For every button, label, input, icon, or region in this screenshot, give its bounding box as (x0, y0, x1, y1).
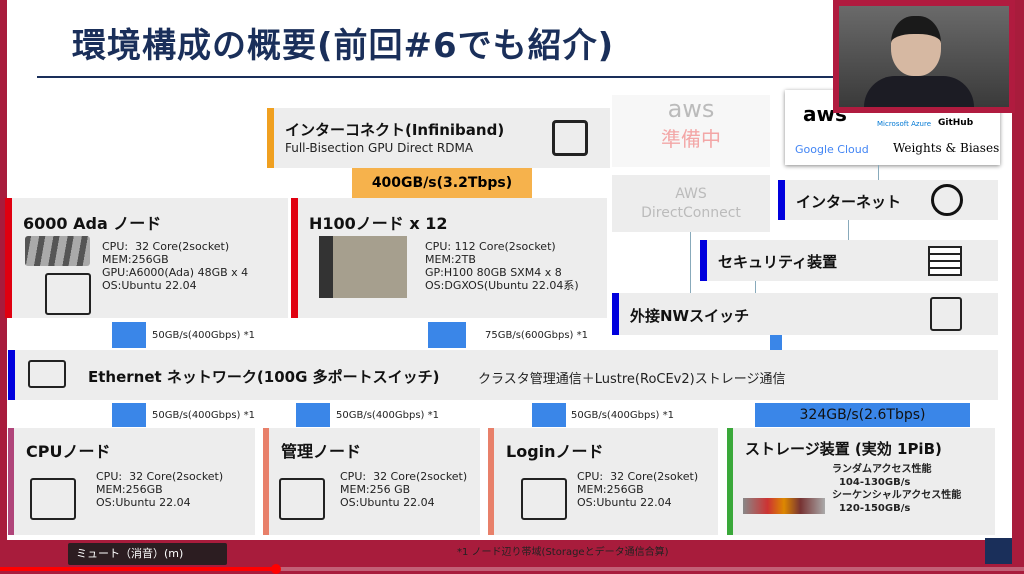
cpu-node-box: CPUノード CPU: 32 Core(2socket) MEM:256GB O… (8, 428, 255, 535)
ethernet-desc: クラスタ管理通信＋Lustre(RoCEv2)ストレージ通信 (478, 372, 786, 387)
h100-node-specs: CPU: 112 Core(2socket) MEM:2TB GP:H100 8… (425, 240, 579, 292)
interconnect-subtitle: Full-Bisection GPU Direct RDMA (285, 141, 474, 155)
cpu-bandwidth: 50GB/s(400Gbps) *1 (152, 410, 255, 421)
progress-scrubber[interactable] (271, 564, 282, 574)
webcam-overlay (833, 0, 1015, 113)
server-icon (45, 273, 91, 315)
github-logo: GitHub (938, 118, 974, 128)
gpu-cards-icon (25, 236, 90, 266)
connector-line (878, 165, 879, 180)
ethernet-title: Ethernet ネットワーク(100G 多ポートスイッチ) (88, 368, 440, 386)
google-cloud-logo: Google Cloud (795, 143, 869, 156)
security-box: セキュリティ装置 (700, 240, 998, 281)
aws-directconnect-box: AWS DirectConnect (612, 175, 770, 232)
external-switch-box: 外接NWスイッチ (612, 293, 998, 335)
ada-bandwidth: 50GB/s(400Gbps) *1 (152, 330, 255, 341)
connector-line (690, 232, 691, 294)
login-node-specs: CPU: 32 Core(2soket) MEM:256GB OS:Ubuntu… (577, 470, 699, 509)
network-switch-icon (28, 360, 66, 388)
wandb-logo: Weights & Biases (893, 141, 1000, 155)
presenter-video (839, 6, 1009, 107)
server-icon (521, 478, 567, 520)
h100-bandwidth: 75GB/s(600Gbps) *1 (485, 330, 588, 341)
connector (112, 322, 146, 348)
login-node-title: Loginノード (506, 442, 604, 461)
connector (112, 403, 146, 427)
slide-corner-mark (985, 538, 1012, 564)
dgx-server-image (319, 236, 407, 298)
login-bandwidth: 50GB/s(400Gbps) *1 (571, 410, 674, 421)
ada-node-title: 6000 Ada ノード (23, 214, 162, 233)
connector (532, 403, 566, 427)
aws-status: 準備中 (661, 127, 721, 151)
connector (428, 322, 466, 348)
security-label: セキュリティ装置 (718, 253, 838, 271)
mgmt-node-box: 管理ノード CPU: 32 Core(2socket) MEM:256 GB O… (263, 428, 480, 535)
ada-node-specs: CPU: 32 Core(2socket) MEM:256GB GPU:A600… (102, 240, 249, 292)
server-icon (30, 478, 76, 520)
server-icon (279, 478, 325, 520)
video-progress-fill (0, 567, 277, 571)
external-switch-label: 外接NWスイッチ (630, 307, 750, 325)
ethernet-box: Ethernet ネットワーク(100G 多ポートスイッチ) クラスタ管理通信＋… (8, 350, 998, 400)
login-node-box: Loginノード CPU: 32 Core(2soket) MEM:256GB … (488, 428, 718, 535)
presenter-face (891, 16, 941, 76)
azure-logo: Microsoft Azure (877, 120, 932, 128)
chip-icon (552, 120, 588, 156)
slide-title: 環境構成の概要(前回#6でも紹介) (72, 26, 615, 66)
storage-device-image (743, 498, 825, 514)
cpu-node-specs: CPU: 32 Core(2socket) MEM:256GB OS:Ubunt… (96, 470, 224, 509)
mgmt-node-title: 管理ノード (281, 442, 362, 461)
aws-pending-box: aws 準備中 (612, 95, 770, 167)
h100-node-title: H100ノード x 12 (309, 214, 448, 233)
footnote: *1 ノード辺り帯域(Storageとデータ通信合算) (457, 547, 669, 558)
firewall-icon (928, 246, 962, 276)
globe-icon (931, 184, 963, 216)
mute-tooltip: ミュート（消音）(m) (68, 543, 227, 565)
connector (770, 335, 782, 350)
connector-line (755, 281, 756, 293)
interconnect-box: インターコネクト(Infiniband) Full-Bisection GPU … (267, 108, 610, 168)
h100-node-box: H100ノード x 12 CPU: 112 Core(2socket) MEM:… (291, 198, 607, 318)
mgmt-bandwidth: 50GB/s(400Gbps) *1 (336, 410, 439, 421)
storage-bandwidth: 324GB/s(2.6Tbps) (755, 403, 970, 427)
interconnect-bandwidth: 400GB/s(3.2Tbps) (352, 168, 532, 198)
video-progress-bar[interactable] (0, 567, 1024, 571)
internet-box: インターネット (778, 180, 998, 220)
storage-title: ストレージ装置 (実効 1PiB) (745, 440, 942, 458)
title-underline (37, 76, 837, 78)
connector (296, 403, 330, 427)
storage-specs: ランダムアクセス性能 104-130GB/s シーケンシャルアクセス性能 120… (832, 464, 962, 514)
cpu-node-title: CPUノード (26, 442, 111, 461)
internet-label: インターネット (796, 193, 902, 211)
storage-box: ストレージ装置 (実効 1PiB) ランダムアクセス性能 104-130GB/s… (727, 428, 995, 535)
ada-node-box: 6000 Ada ノード CPU: 32 Core(2socket) MEM:2… (5, 198, 288, 318)
switch-icon (930, 297, 962, 331)
interconnect-title: インターコネクト(Infiniband) (285, 121, 505, 139)
aws-logo: aws (667, 95, 715, 123)
mgmt-node-specs: CPU: 32 Core(2socket) MEM:256 GB OS:Ubun… (340, 470, 468, 509)
presenter-body (864, 76, 974, 107)
connector-line (848, 220, 849, 240)
